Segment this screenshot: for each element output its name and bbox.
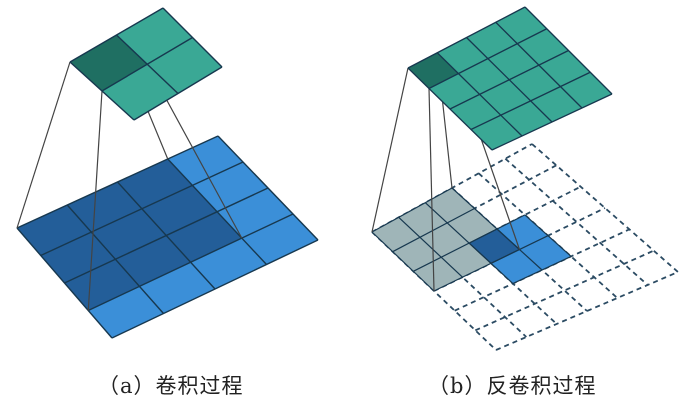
input-cell [64,259,140,311]
output-feature-map [69,7,223,121]
projection-line [371,67,409,233]
output-grid-v-line [162,7,223,68]
input-feature-map [371,187,572,292]
input-cell [241,214,318,265]
input-cell [88,286,164,338]
input-grid-v-line [167,158,268,265]
panel-a-convolution [16,7,319,339]
input-cell [190,238,267,289]
input-cell [497,214,548,250]
input-cell [217,188,293,239]
input-cell [167,136,243,186]
panel-b-deconvolution [371,6,679,351]
output-grid-v-line [495,21,583,109]
input-cell [141,185,218,236]
input-feature-map [16,135,319,339]
input-cell [139,262,215,314]
padded-grid-v-line [504,157,649,286]
input-cell [115,235,191,287]
output-grid-h-line [491,93,613,151]
output-grid-h-line [101,36,193,92]
output-grid-h-line [470,71,591,131]
output-grid-h-line [449,49,569,110]
input-grid-h-line [64,187,269,284]
input-cell [17,205,92,256]
padded-grid-h-line [495,271,679,351]
input-cell [91,208,167,260]
output-grid-v-line [524,6,613,95]
output-cell [70,35,148,91]
input-cell [166,211,242,263]
caption-convolution: （a）卷积过程 [98,374,244,398]
input-cell [469,229,520,264]
input-cell [67,182,142,233]
caption-deconvolution: （b）反卷积过程 [428,374,597,398]
projection-line [87,90,103,311]
input-grid-h-line [111,239,319,339]
input-cell [519,235,572,270]
input-cell [117,159,193,209]
input-grid-h-line [87,213,294,312]
input-grid-v-line [217,135,319,241]
input-v-line [371,231,435,292]
output-cell [116,8,193,65]
output-feature-map [407,6,613,151]
padding-cell [425,188,475,223]
input-cell [40,232,116,283]
input-cell [192,162,268,212]
projection-line [428,88,435,292]
padding-cell [447,208,497,244]
input-h-line [371,187,453,233]
output-grid-h-line [133,66,223,121]
output-cell [102,64,178,120]
input-v-line [398,216,463,278]
output-cell [147,37,222,94]
input-h-line [468,214,526,244]
input-h-line [512,255,572,285]
padded-grid-h-line [474,249,655,332]
projection-line [16,61,71,229]
input-h-line [392,207,475,253]
